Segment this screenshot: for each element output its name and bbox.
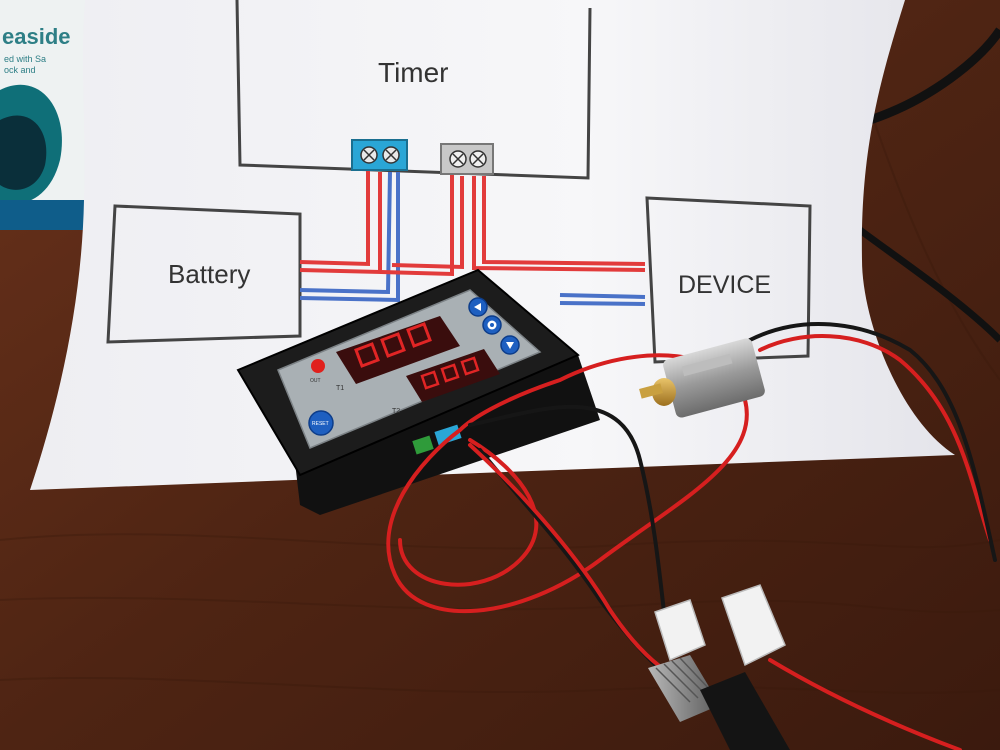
background-cable xyxy=(868,27,1000,125)
background-cable-2 xyxy=(857,227,1000,343)
module-terminal-blue xyxy=(434,424,462,446)
box-text-partial: easide xyxy=(2,24,71,49)
down-arrow-icon xyxy=(506,342,514,349)
gear-icon xyxy=(487,320,497,330)
display-t1 xyxy=(336,316,460,384)
white-connector-2 xyxy=(721,584,786,667)
motor-black-lead xyxy=(748,321,997,562)
dc-barrel-jack xyxy=(648,655,790,750)
reset-button[interactable] xyxy=(308,410,334,436)
battery-box: Battery xyxy=(106,204,302,344)
wire-blue-battery-2 xyxy=(299,172,400,303)
box-text-line-1: ed with Sa xyxy=(4,54,46,64)
red-wire-bottom-right xyxy=(768,658,962,750)
red-wire-loop-2 xyxy=(398,438,539,587)
physical-wires xyxy=(386,321,997,750)
t1-label: T1 xyxy=(336,385,344,392)
red-wire-loop xyxy=(386,353,749,614)
wire-blue-device xyxy=(559,293,646,299)
background-box: easide ed with Sa ock and xyxy=(0,0,95,230)
wire-red-timer-mid-2 xyxy=(391,176,464,270)
dc-motor xyxy=(639,338,765,418)
red-wire-to-jack xyxy=(468,443,667,672)
device-box: DEVICE xyxy=(645,196,812,364)
black-wire-module xyxy=(468,404,667,622)
wire-blue-device-2 xyxy=(559,301,646,306)
t2-label: T2 xyxy=(392,408,400,415)
box-text-line-2: ock and xyxy=(4,65,36,75)
display-t1-digits xyxy=(354,322,432,368)
out-label: OUT xyxy=(310,378,321,384)
display-t2-digits xyxy=(420,356,480,390)
wire-red-battery xyxy=(299,170,370,267)
motor-red-lead xyxy=(758,334,992,542)
device-label: DEVICE xyxy=(678,271,771,299)
terminal-block-blue xyxy=(351,139,408,171)
status-led xyxy=(311,359,325,373)
timer-box: Timer xyxy=(235,0,592,180)
terminal-block-grey xyxy=(440,143,494,175)
white-connector-1 xyxy=(654,599,706,662)
module-faceplate xyxy=(277,289,542,449)
wire-blue-battery xyxy=(299,171,392,295)
module-terminal-green xyxy=(412,435,434,455)
up-arrow-icon xyxy=(474,303,481,311)
wire-red-device xyxy=(472,176,646,272)
timer-label: Timer xyxy=(378,57,449,88)
wire-red-timer-mid xyxy=(379,175,454,277)
battery-label: Battery xyxy=(168,259,250,289)
diagram-wires xyxy=(299,170,646,306)
reset-label: RESET xyxy=(312,421,329,427)
wood-grain xyxy=(0,79,1000,694)
wire-red-device-2 xyxy=(482,176,646,266)
